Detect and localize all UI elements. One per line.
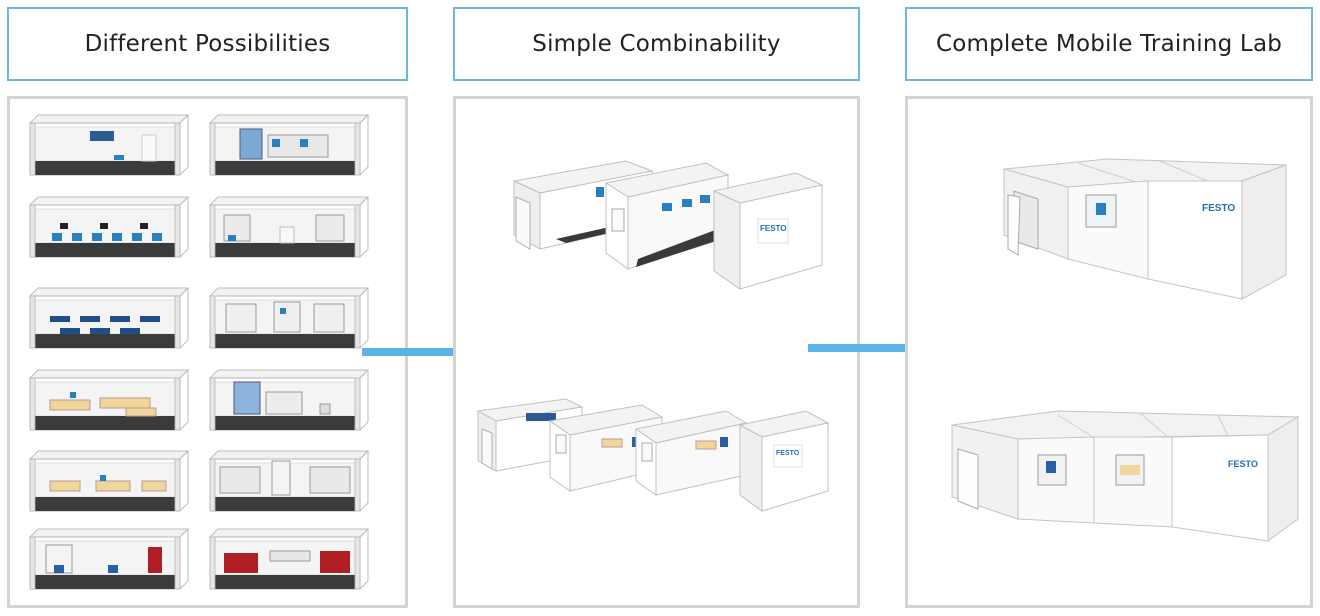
container-variant-workshop [29, 369, 189, 431]
container-group-four: FESTO [476, 398, 830, 512]
container-variant-mechatronics [209, 287, 369, 349]
container-variant-robotics [29, 528, 189, 590]
header-different-possibilities: Different Possibilities [7, 7, 408, 81]
header-complete-mobile-training-lab: Complete Mobile Training Lab [905, 7, 1313, 81]
panel-simple-combinability: FESTO [453, 96, 860, 608]
container-variant-machining [209, 528, 369, 590]
festo-logo-text: FESTO [760, 224, 787, 233]
combined-containers-illustration: FESTO [476, 160, 830, 512]
header-label: Simple Combinability [532, 31, 781, 57]
container-variant-lab-benches [209, 196, 369, 258]
complete-lab-four-modules: FESTO [951, 410, 1300, 542]
container-variant-classroom [29, 287, 189, 349]
container-variant-training-tables [29, 450, 189, 512]
panel-complete-mobile-training-lab: FESTO FESTO [905, 96, 1313, 608]
panel-different-possibilities [7, 96, 408, 608]
complete-lab-three-modules: FESTO [1003, 158, 1287, 300]
container-variant-workstations [209, 114, 369, 176]
festo-logo-text: FESTO [1228, 459, 1258, 469]
container-variants-grid [29, 114, 369, 590]
container-variant-automation-cell [209, 369, 369, 431]
container-variant-computer-lab [29, 196, 189, 258]
container-variant-office [29, 114, 189, 176]
header-label: Complete Mobile Training Lab [935, 31, 1283, 57]
complete-lab-illustration: FESTO FESTO [951, 158, 1300, 542]
header-simple-combinability: Simple Combinability [453, 7, 860, 81]
festo-logo-text: FESTO [1202, 203, 1235, 214]
container-group-three: FESTO [512, 160, 824, 290]
header-label: Different Possibilities [84, 31, 331, 57]
festo-logo-text: FESTO [776, 450, 800, 457]
container-variant-process-lab [209, 450, 369, 512]
